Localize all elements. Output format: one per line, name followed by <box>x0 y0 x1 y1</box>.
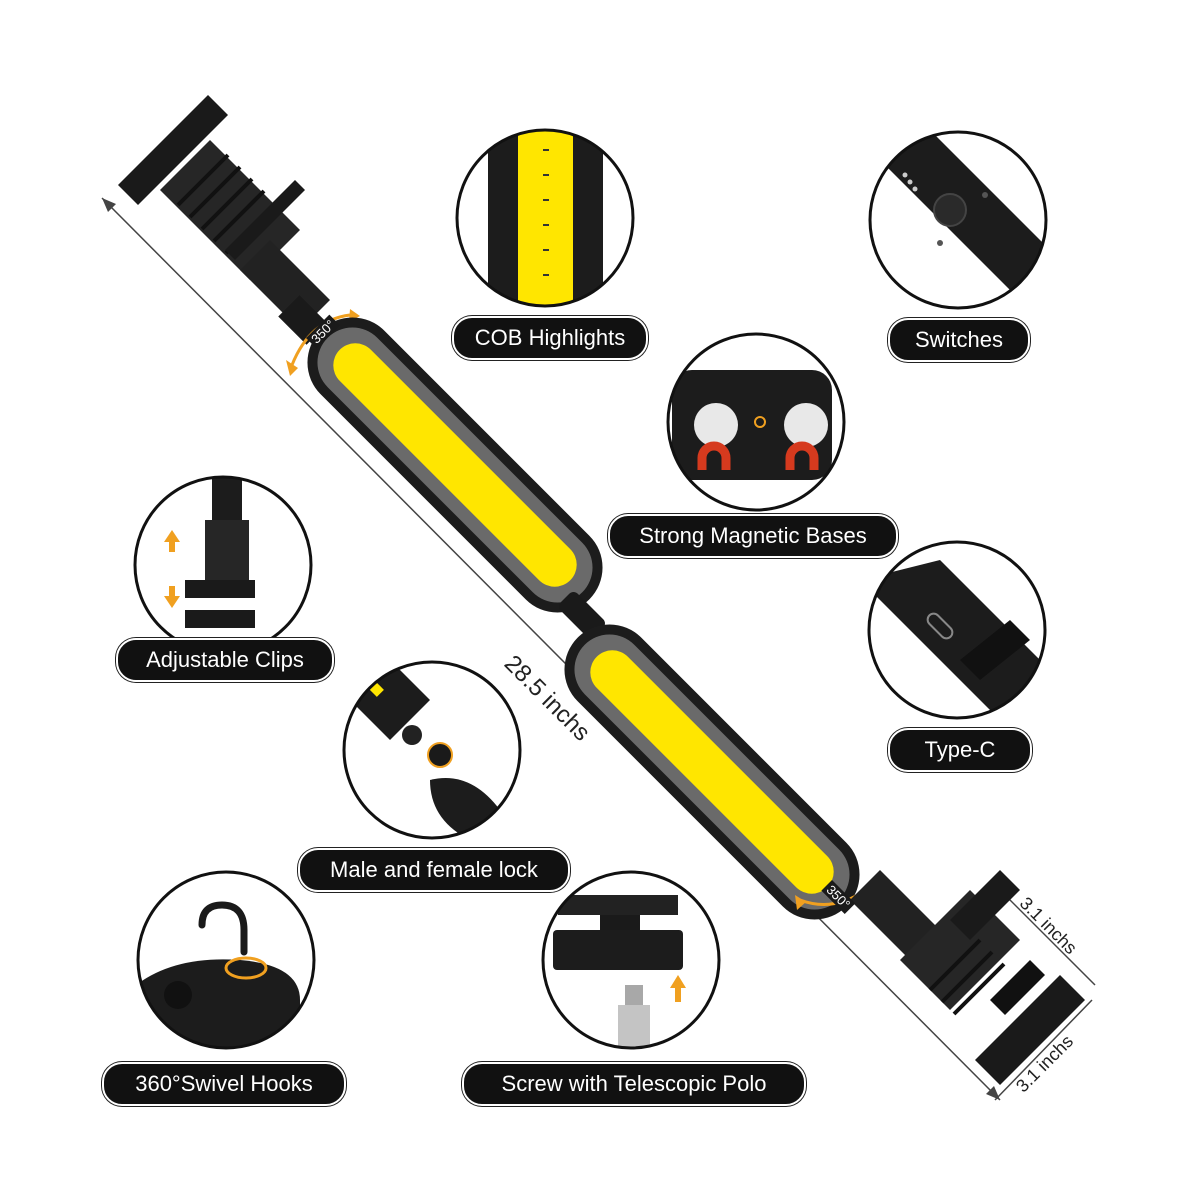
type-c-label: Type-C <box>888 728 1032 772</box>
screw-icon <box>618 985 650 1048</box>
male-female-lock-detail <box>342 660 522 840</box>
bottom-clamp <box>850 870 1085 1085</box>
cob-highlights-label: COB Highlights <box>452 316 648 360</box>
screw-telescopic-detail <box>541 870 721 1050</box>
strong-magnetic-bases-label: Strong Magnetic Bases <box>608 514 898 558</box>
switches-label: Switches <box>888 318 1030 362</box>
swivel-hooks-label: 360°Swivel Hooks <box>102 1062 346 1106</box>
arrow-up-icon <box>164 530 180 552</box>
adjustable-clips-label: Adjustable Clips <box>116 638 334 682</box>
upper-light-bar <box>307 317 603 613</box>
magnetic-bases-detail <box>666 332 846 512</box>
switches-detail <box>868 130 1048 310</box>
center-joint <box>559 592 605 638</box>
clip-width-dimension-line <box>994 999 1093 1101</box>
hook-icon <box>198 901 248 956</box>
swivel-hooks-detail <box>136 870 316 1050</box>
type-c-detail <box>867 540 1047 720</box>
arrow-up-icon <box>670 975 686 1002</box>
arrow-down-icon <box>164 586 180 608</box>
top-clamp <box>118 95 330 345</box>
adjustable-clips-detail <box>133 475 313 655</box>
lower-light-bar <box>564 624 860 920</box>
cob-highlights-detail <box>455 128 635 308</box>
length-dimension-line <box>101 197 1001 1101</box>
magnet-icon <box>697 441 819 470</box>
clip-height-dimension-line <box>999 889 1096 986</box>
screw-telescopic-polo-label: Screw with Telescopic Polo <box>462 1062 806 1106</box>
male-female-lock-label: Male and female lock <box>298 848 570 892</box>
usb-c-port-icon <box>926 612 954 640</box>
